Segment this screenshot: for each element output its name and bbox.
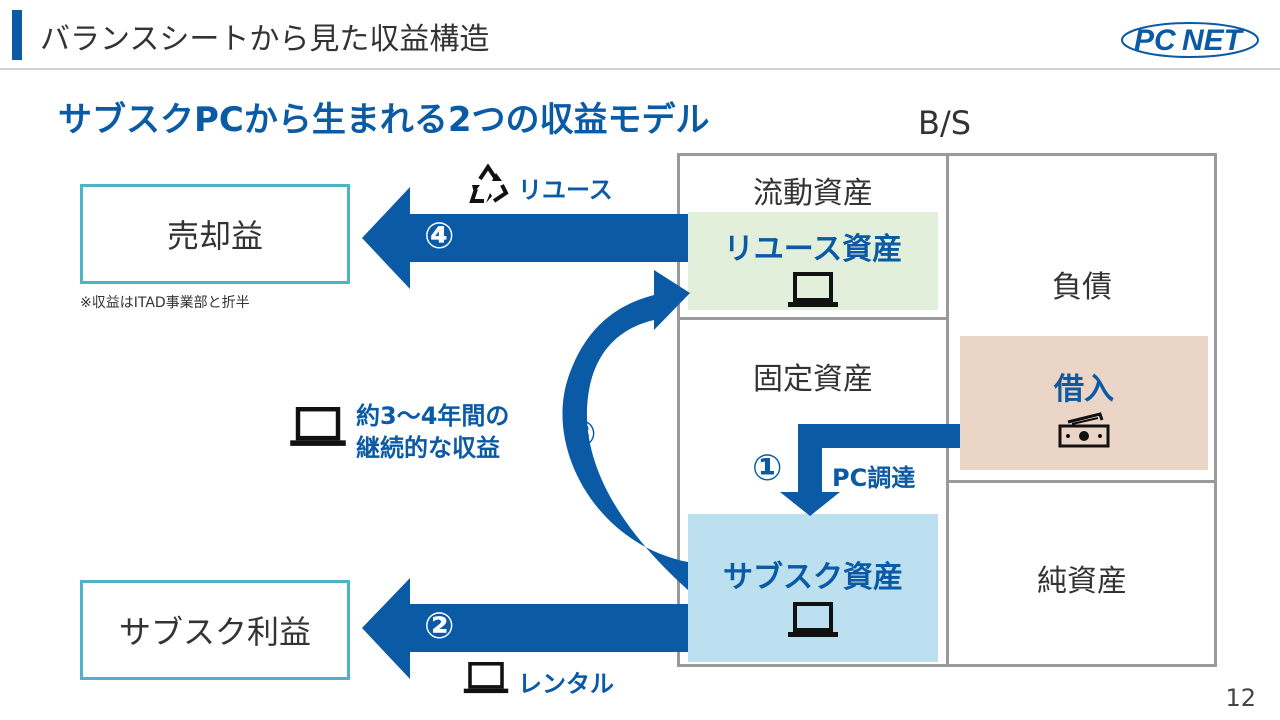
profit-share-note: ※収益はITAD事業部と折半 (80, 295, 250, 311)
borrowing-label: 借入 (1054, 372, 1114, 407)
bs-right-divider (946, 480, 1217, 483)
page-number: 12 (1225, 684, 1256, 712)
svg-text:NET: NET (1182, 24, 1245, 57)
subsc-asset-box: サブスク資産 (688, 514, 938, 662)
bs-center-divider (946, 153, 949, 667)
liabilities-label: 負債 (1052, 270, 1112, 305)
header-divider (0, 68, 1280, 70)
reuse-asset-box: リユース資産 (688, 212, 938, 310)
bs-left-divider (677, 317, 949, 320)
reuse-asset-label: リユース資産 (723, 232, 903, 267)
current-assets-label: 流動資産 (753, 176, 873, 211)
pc-procurement-label: PC調達 (832, 464, 916, 492)
arrow-subsc-to-profit (362, 578, 688, 679)
arrow-subsc-to-reuse (562, 270, 690, 590)
page-title: バランスシートから見た収益構造 (40, 22, 490, 57)
laptop-icon (788, 602, 838, 637)
gain-on-sale-box: 売却益 (80, 184, 350, 284)
header-accent-bar (12, 10, 22, 60)
subsc-profit-box: サブスク利益 (80, 580, 350, 680)
section-subtitle: サブスクPCから生まれる2つの収益モデル (58, 100, 710, 140)
subsc-asset-label: サブスク資産 (723, 560, 903, 595)
laptop-icon (463, 661, 509, 694)
step-2-label: ② (424, 606, 455, 647)
rental-label: レンタル (518, 670, 614, 698)
recycle-icon (469, 163, 509, 203)
step-1-label: ① (752, 448, 783, 489)
step-4-label: ④ (424, 216, 455, 257)
arrow-reuse-to-sale (362, 187, 688, 289)
net-assets-label: 純資産 (1037, 564, 1127, 599)
svg-text:PC: PC (1134, 24, 1177, 57)
cash-icon (1058, 412, 1110, 448)
pcnet-logo: PC NET (1121, 22, 1259, 58)
laptop-icon (788, 272, 838, 307)
bs-title: B/S (918, 104, 972, 142)
continuous-revenue-line2: 継続的な収益 (356, 434, 500, 462)
laptop-icon (290, 407, 346, 446)
borrowing-box: 借入 (960, 336, 1208, 470)
fixed-assets-label: 固定資産 (753, 362, 873, 397)
continuous-revenue-line1: 約3～4年間の (356, 402, 510, 430)
step-3-label: ③ (566, 414, 597, 455)
reuse-label: リユース (518, 176, 613, 204)
arrow-borrowing-to-subsc (780, 424, 960, 516)
